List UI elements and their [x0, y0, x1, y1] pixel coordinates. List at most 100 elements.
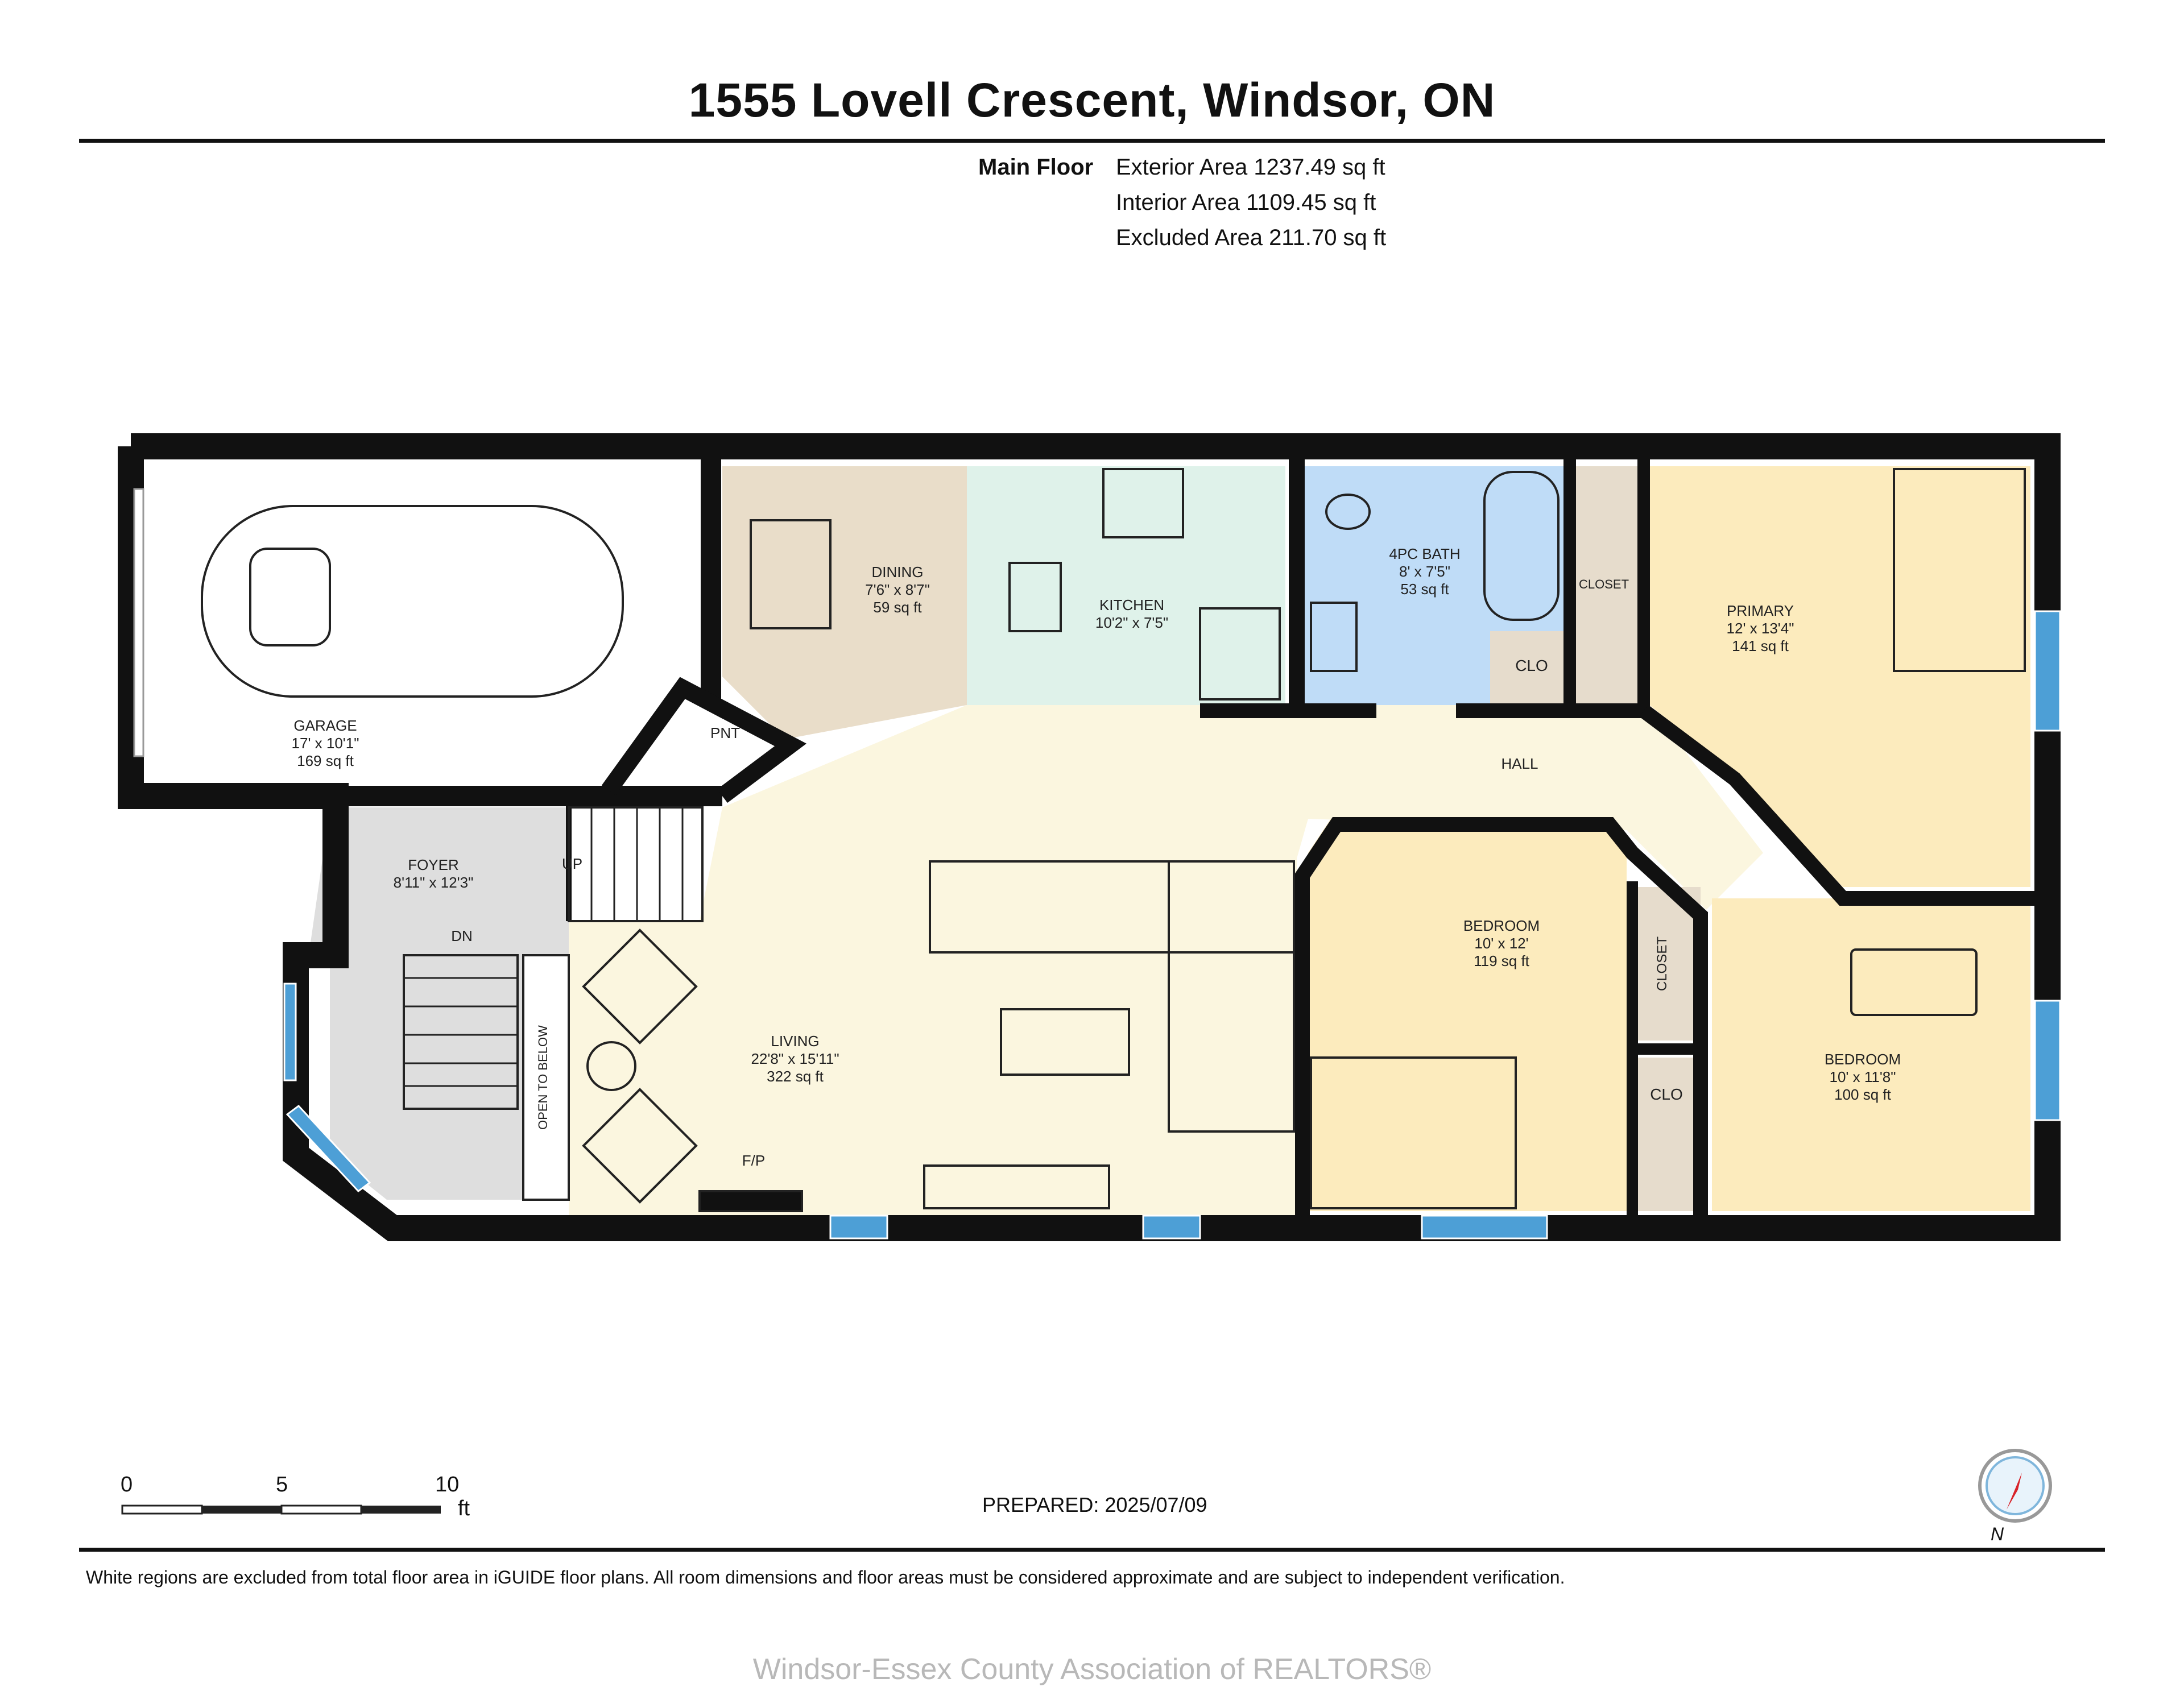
scale-seg-3: [280, 1504, 362, 1515]
coffee-table: [1000, 1008, 1130, 1076]
dining-table: [750, 519, 832, 629]
kitchen-dims: 10'2" x 7'5": [1095, 614, 1168, 631]
pnt-label: PNT: [710, 724, 740, 741]
foyer-floor: [307, 807, 569, 1200]
primary-area: 141 sq ft: [1732, 637, 1789, 654]
vanity: [1310, 602, 1358, 672]
bedroom2-bed: [1310, 1056, 1517, 1209]
furniture: [201, 468, 2026, 1212]
car-cabin: [249, 548, 331, 646]
open-to-below-label: OPEN TO BELOW: [536, 1025, 550, 1130]
bedroom3-floor: [1712, 898, 2030, 1211]
bedroom2-area: 119 sq ft: [1474, 952, 1530, 969]
garage-dims: 17' x 10'1": [292, 735, 359, 752]
hall-living-floor: [569, 705, 1763, 1217]
garage-area: 169 sq ft: [297, 752, 354, 769]
scale-unit: ft: [458, 1497, 470, 1520]
clo-bath-label: CLO: [1515, 657, 1548, 674]
bedroom2-wall: [1295, 817, 1708, 1217]
page-title: 1555 Lovell Crescent, Windsor, ON: [688, 73, 1496, 127]
stove: [1102, 468, 1184, 538]
bath-dims: 8' x 7'5": [1399, 563, 1450, 580]
excluded-area: Excluded Area 211.70 sq ft: [1116, 225, 1387, 250]
stair-treads: [404, 807, 684, 1087]
foyer-name: FOYER: [408, 856, 459, 873]
living-dims: 22'8" x 15'11": [751, 1050, 839, 1067]
dining-area: 59 sq ft: [873, 599, 922, 616]
prepared-date: PREPARED: 2025/07/09: [982, 1493, 1207, 1516]
living-window-1: [829, 1215, 888, 1240]
garage-window: [133, 488, 144, 757]
garage-name: GARAGE: [293, 717, 357, 734]
closet-primary-floor: [1570, 466, 1638, 705]
bath-name: 4PC BATH: [1389, 545, 1460, 562]
armchair-1: [582, 929, 698, 1044]
open-to-below-box: [522, 954, 570, 1201]
tv-console: [923, 1164, 1110, 1209]
scale-bar: [121, 1504, 441, 1515]
car-body: [201, 505, 624, 698]
closet-bed-label: CLOSET: [1654, 936, 1670, 991]
closet-primary-label: CLOSET: [1579, 577, 1629, 591]
bedroom3-name: BEDROOM: [1825, 1051, 1901, 1068]
primary-window: [2034, 610, 2061, 732]
bedroom3-area: 100 sq ft: [1834, 1086, 1892, 1103]
clo-bath-floor: [1490, 631, 1570, 705]
foyer-dims: 8'11" x 12'3": [394, 874, 474, 891]
primary-dims: 12' x 13'4": [1727, 620, 1794, 637]
dining-name: DINING: [872, 563, 924, 581]
clo-bed-label: CLO: [1650, 1085, 1683, 1103]
compass-label: N: [1991, 1524, 2004, 1544]
scale-seg-1: [121, 1504, 203, 1515]
fp-label: F/P: [742, 1152, 765, 1169]
primary-bed: [1893, 468, 2026, 672]
toilet: [1325, 494, 1371, 530]
bedroom2-floor: [1308, 819, 1627, 1211]
exterior-area: Exterior Area 1237.49 sq ft: [1116, 155, 1385, 180]
up-label: UP: [562, 855, 582, 872]
armchair-2: [582, 1088, 698, 1204]
foyer-bay-window: [286, 1104, 371, 1193]
disclaimer: White regions are excluded from total fl…: [86, 1567, 1565, 1587]
scale-tick-0: 0: [121, 1473, 133, 1497]
scale-tick-5: 5: [276, 1473, 288, 1497]
interior-area: Interior Area 1109.45 sq ft: [1116, 190, 1376, 215]
footer-divider: [79, 1548, 2105, 1552]
bedroom2-dims: 10' x 12': [1474, 935, 1528, 952]
stairs-up: [568, 806, 704, 922]
scale-seg-4: [361, 1506, 441, 1514]
sink: [1008, 562, 1062, 632]
dining-floor: [722, 466, 967, 739]
hall-label: HALL: [1501, 755, 1538, 772]
primary-hall-wall: [1639, 704, 2048, 906]
watermark: Windsor-Essex County Association of REAL…: [752, 1653, 1432, 1686]
pnt-wall: [601, 677, 806, 803]
clo-bed-floor: [1632, 1058, 1701, 1211]
bath-area: 53 sq ft: [1400, 581, 1449, 598]
compass-icon: [1978, 1449, 2052, 1523]
scale-tick-10: 10: [435, 1473, 460, 1497]
living-name: LIVING: [771, 1033, 819, 1050]
kitchen-name: KITCHEN: [1099, 596, 1164, 614]
kitchen-floor: [967, 466, 1285, 705]
windows: [133, 488, 2061, 1240]
stairs-down: [403, 954, 519, 1110]
fireplace: [698, 1190, 803, 1212]
bedroom3-desk: [1850, 948, 1978, 1016]
living-area: 322 sq ft: [767, 1068, 824, 1085]
dn-label: DN: [451, 927, 473, 944]
title-divider: [79, 139, 2105, 143]
fridge: [1199, 607, 1281, 701]
garage-floor: [149, 466, 700, 785]
primary-name: PRIMARY: [1727, 602, 1794, 619]
bedroom2-window: [1421, 1215, 1548, 1240]
bedroom2-name: BEDROOM: [1463, 917, 1540, 934]
sofa-chaise: [1168, 860, 1295, 1133]
tub: [1483, 471, 1560, 621]
living-window-2: [1142, 1215, 1201, 1240]
dining-dims: 7'6" x 8'7": [865, 581, 930, 598]
floor-name: Main Floor: [978, 155, 1094, 180]
scale-seg-2: [202, 1506, 282, 1514]
bedroom3-dims: 10' x 11'8": [1830, 1068, 1896, 1085]
